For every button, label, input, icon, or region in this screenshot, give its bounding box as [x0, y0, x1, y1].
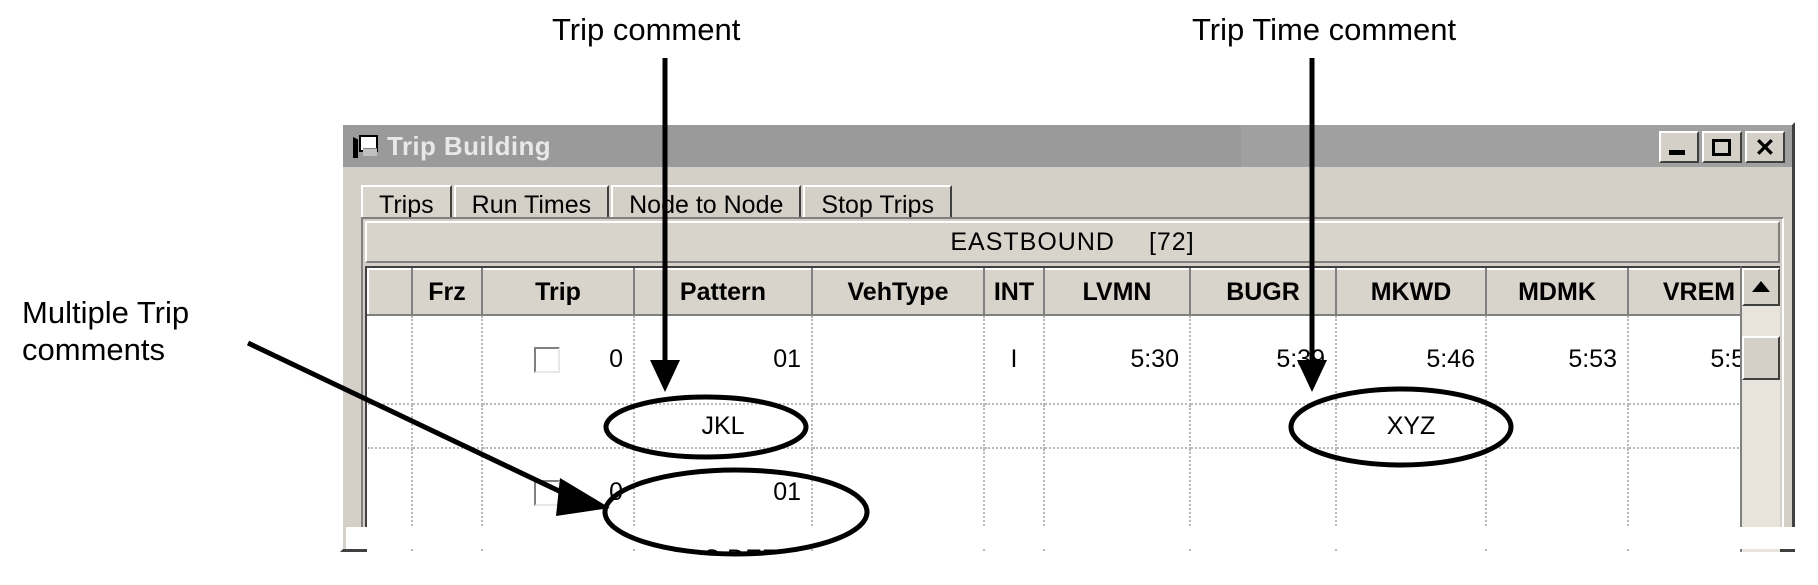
- tab-node-to-node-label: Node to Node: [629, 190, 784, 219]
- window-titlebar[interactable]: Trip Building ✕: [343, 125, 1792, 167]
- cell-int[interactable]: I: [984, 315, 1045, 405]
- row-selector[interactable]: [368, 404, 413, 449]
- cell-mdmk[interactable]: [1486, 448, 1629, 538]
- table-row[interactable]: 0 01 I 5:30 5:39 5:46 5:53 5:57: [368, 315, 1740, 405]
- trips-grid: Frz Trip Pattern VehType INT LVMN BUGR M…: [367, 268, 1740, 552]
- cell-pattern[interactable]: 01: [634, 315, 813, 405]
- window-controls: ✕: [1659, 131, 1785, 163]
- cell-vehtype[interactable]: [812, 448, 985, 538]
- tab-strip: Trips Run Times Node to Node Stop Trips: [361, 183, 1792, 223]
- column-header-trip[interactable]: Trip: [481, 268, 635, 316]
- cell-int[interactable]: [984, 404, 1045, 449]
- maximize-icon: [1712, 139, 1731, 156]
- maximize-button[interactable]: [1702, 131, 1742, 163]
- table-row[interactable]: 0 01: [368, 448, 1740, 538]
- cell-frz[interactable]: [412, 448, 561, 538]
- scrollbar-thumb[interactable]: [1742, 336, 1780, 380]
- column-header-frz[interactable]: Frz: [411, 268, 483, 316]
- direction-header: EASTBOUND [72]: [365, 221, 1780, 263]
- table-row[interactable]: JKL XYZ: [368, 404, 1740, 449]
- cell-frz[interactable]: [412, 404, 483, 449]
- cell-vrem[interactable]: 5:57: [1628, 315, 1740, 405]
- annotation-trip-comment-label: Trip comment: [552, 12, 741, 47]
- freeze-checkbox[interactable]: [534, 480, 561, 507]
- row-selector[interactable]: [368, 315, 413, 405]
- cell-frz[interactable]: [412, 315, 561, 405]
- column-header-vrem[interactable]: VREM: [1627, 268, 1740, 316]
- tab-stop-trips-label: Stop Trips: [821, 190, 934, 219]
- window-title: Trip Building: [387, 130, 552, 161]
- cell-vrem[interactable]: [1628, 404, 1740, 449]
- cell-vehtype[interactable]: [812, 404, 985, 449]
- column-header-lvmn[interactable]: LVMN: [1043, 268, 1191, 316]
- cell-mdmk[interactable]: [1486, 404, 1629, 449]
- column-header-rownum[interactable]: [367, 268, 413, 316]
- column-header-int[interactable]: INT: [983, 268, 1045, 316]
- minimize-icon: [1669, 150, 1685, 155]
- close-icon: ✕: [1754, 134, 1776, 162]
- cell-bugr[interactable]: 5:39: [1190, 315, 1337, 405]
- cell-mkwd[interactable]: [1335, 448, 1487, 538]
- tab-trips-label: Trips: [379, 190, 434, 219]
- close-button[interactable]: ✕: [1745, 131, 1785, 163]
- cell-mkwd[interactable]: 5:46: [1335, 315, 1487, 405]
- cell-bugr[interactable]: [1190, 404, 1337, 449]
- column-header-vehtype[interactable]: VehType: [811, 268, 985, 316]
- application-document-icon: [351, 133, 381, 159]
- trip-building-window: Trip Building ✕ Trips Run Times Node to …: [340, 122, 1795, 552]
- vertical-scrollbar[interactable]: [1740, 266, 1780, 552]
- cell-lvmn[interactable]: [1044, 404, 1191, 449]
- cell-trip-comment[interactable]: JKL: [634, 404, 813, 449]
- column-header-mdmk[interactable]: MDMK: [1485, 268, 1629, 316]
- cell-pattern[interactable]: 01: [634, 448, 813, 538]
- titlebar-gradient: [343, 125, 1242, 167]
- column-header-pattern[interactable]: Pattern: [633, 268, 813, 316]
- cell-lvmn[interactable]: [1044, 448, 1191, 538]
- cell-bugr[interactable]: [1190, 448, 1337, 538]
- grid-bottom-clip: [346, 527, 1795, 549]
- cell-vehtype[interactable]: [812, 315, 985, 405]
- route-code-label: [72]: [1148, 227, 1195, 256]
- cell-trip[interactable]: [482, 404, 635, 449]
- tab-stop-trips[interactable]: Stop Trips: [803, 185, 952, 223]
- trips-grid-scroll: Frz Trip Pattern VehType INT LVMN BUGR M…: [365, 266, 1740, 552]
- cell-lvmn[interactable]: 5:30: [1044, 315, 1191, 405]
- tab-run-times-label: Run Times: [471, 190, 592, 219]
- annotation-multiple-trip-comments-label: Multiple Trip comments: [22, 295, 190, 367]
- direction-label: EASTBOUND: [950, 227, 1115, 256]
- cell-trip-time-comment[interactable]: XYZ: [1335, 404, 1487, 449]
- scroll-up-button[interactable]: [1742, 268, 1780, 306]
- tab-run-times[interactable]: Run Times: [453, 185, 610, 223]
- freeze-checkbox[interactable]: [534, 347, 561, 374]
- grid-header-row: Frz Trip Pattern VehType INT LVMN BUGR M…: [367, 268, 1740, 316]
- cell-vrem[interactable]: [1628, 448, 1740, 538]
- scrollbar-track[interactable]: [1742, 306, 1780, 552]
- column-header-bugr[interactable]: BUGR: [1189, 268, 1337, 316]
- grid-wrap: Frz Trip Pattern VehType INT LVMN BUGR M…: [365, 266, 1780, 552]
- grid-panel: EASTBOUND [72]: [361, 217, 1784, 552]
- row-selector[interactable]: [368, 448, 413, 538]
- cell-int[interactable]: [984, 448, 1045, 538]
- column-header-mkwd[interactable]: MKWD: [1335, 268, 1487, 316]
- tab-node-to-node[interactable]: Node to Node: [611, 185, 802, 223]
- chevron-up-icon: [1752, 280, 1770, 292]
- minimize-button[interactable]: [1659, 131, 1699, 163]
- cell-mdmk[interactable]: 5:53: [1486, 315, 1629, 405]
- tab-trips[interactable]: Trips: [361, 185, 452, 223]
- annotation-trip-time-comment-label: Trip Time comment: [1192, 12, 1457, 47]
- tab-area: Trips Run Times Node to Node Stop Trips: [343, 167, 1792, 223]
